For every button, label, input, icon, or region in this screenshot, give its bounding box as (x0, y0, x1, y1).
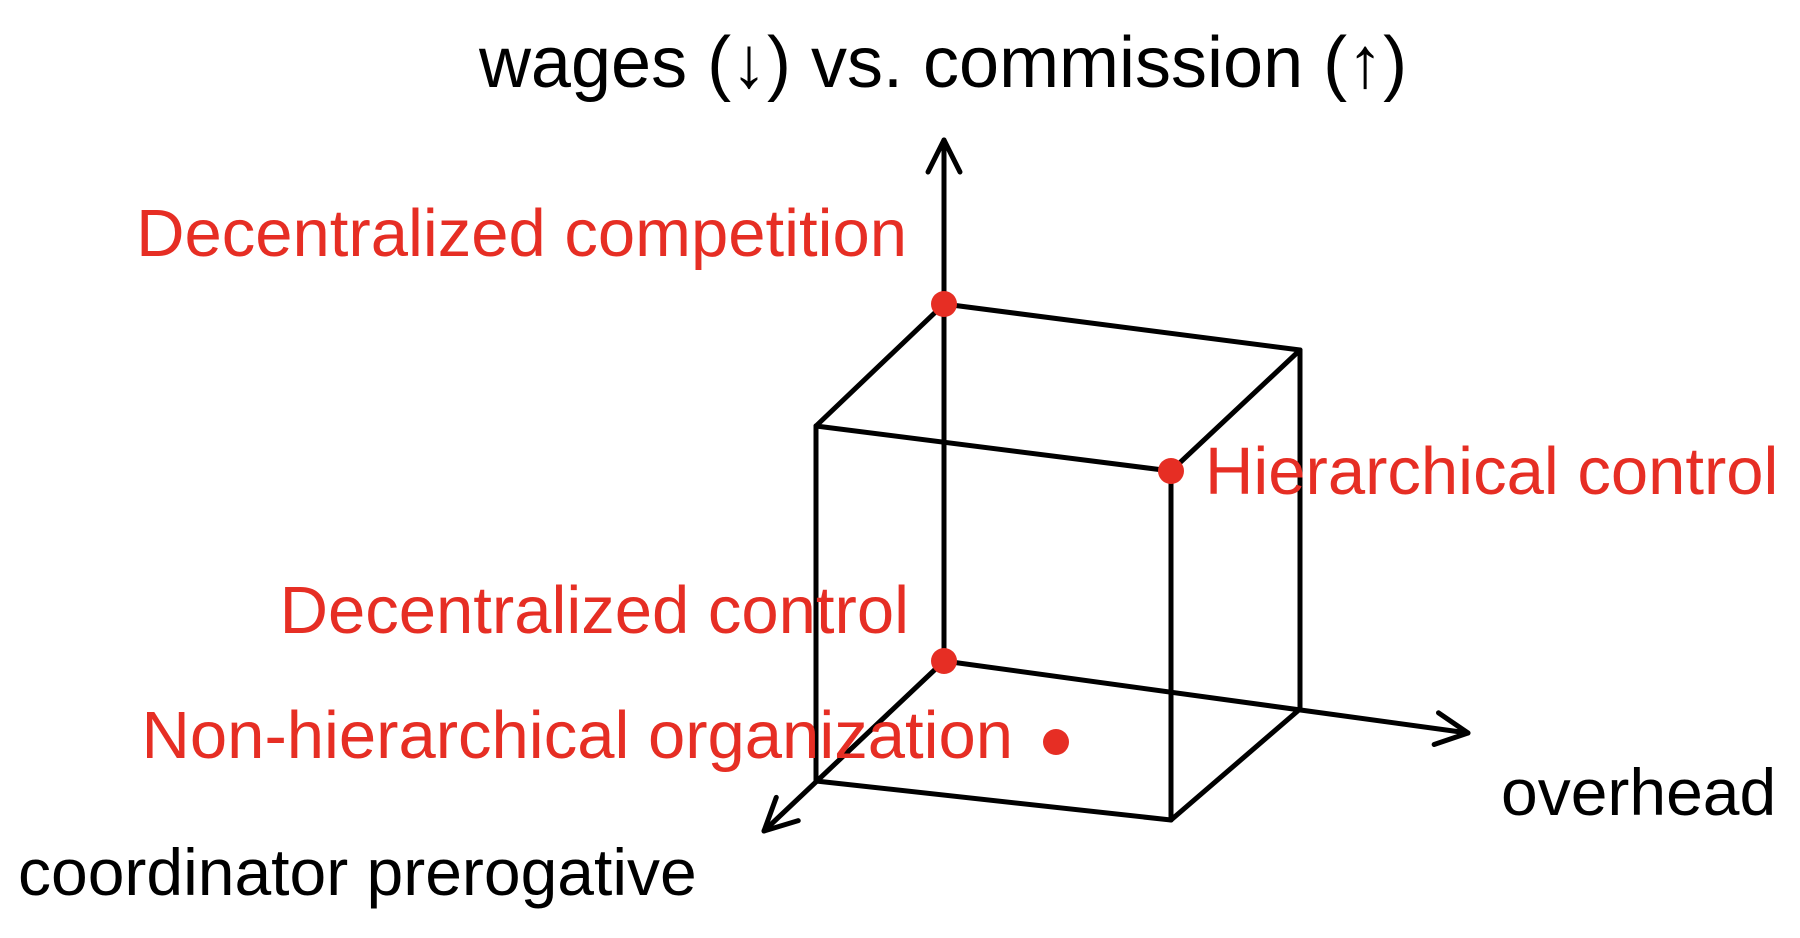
point-label-hierarchical-control: Hierarchical control (1205, 434, 1779, 509)
point-label-decentralized-control: Decentralized control (279, 573, 909, 648)
cube-edge-depth-top-right (1168, 347, 1303, 474)
horizontal-axis-label: overhead (1501, 755, 1777, 829)
cube-edges (813, 301, 1303, 823)
point-hierarchical-control (1158, 458, 1184, 484)
point-non-hierarchical-organization (1043, 729, 1069, 755)
depth-axis-label: coordinator prerogative (18, 835, 697, 909)
coordinator-prerogative-axis (761, 658, 947, 834)
cube-edge-back-top (941, 301, 1303, 353)
axes-group (761, 137, 1471, 834)
point-decentralized-control (931, 648, 957, 674)
point-label-non-hierarchical-organization: Non-hierarchical organization (141, 698, 1013, 773)
vertical-axis-label: wages (↓) vs. commission (↑) (478, 23, 1408, 103)
cube-edge-front-bottom (813, 778, 1174, 823)
point-label-decentralized-competition: Decentralized competition (136, 196, 907, 271)
point-decentralized-competition (931, 291, 957, 317)
cube-edge-depth-top-left (813, 301, 947, 429)
cube-edge-depth-bottom-right (1168, 706, 1303, 823)
overhead-axis (941, 658, 1471, 747)
data-points (931, 291, 1184, 755)
cube-edge-front-top (813, 423, 1174, 474)
